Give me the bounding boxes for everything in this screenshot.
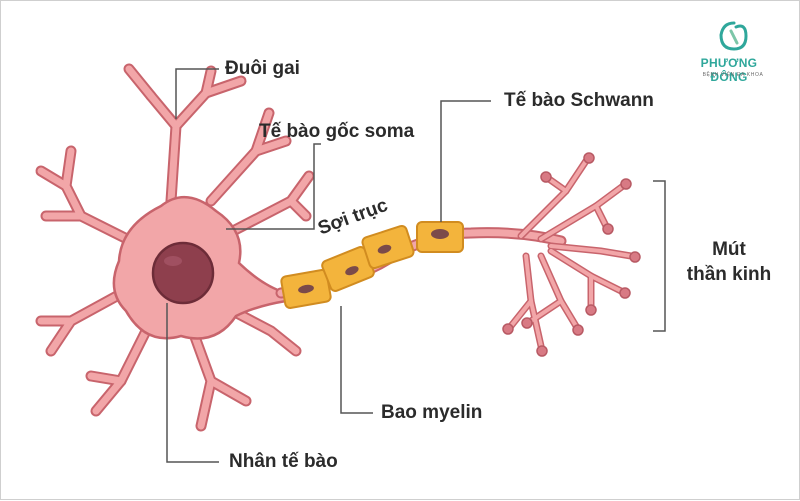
label-mut-than-kinh-line1: Mút	[712, 239, 746, 260]
label-bao-myelin: Bao myelin	[381, 402, 483, 423]
label-te-bao-schwann: Tế bào Schwann	[504, 90, 654, 111]
schwann-cell	[416, 221, 464, 253]
label-mut-than-kinh: Mút thần kinh	[677, 237, 781, 287]
schwann-cell	[361, 224, 415, 270]
schwann-cell	[321, 246, 375, 292]
label-te-bao-goc-soma: Tế bào gốc soma	[259, 121, 415, 142]
label-duoi-gai: Đuôi gai	[225, 58, 300, 79]
label-mut-than-kinh-line2: thần kinh	[686, 264, 772, 285]
dendrites-fill	[37, 65, 313, 430]
nucleus	[151, 241, 215, 305]
leader-lines	[166, 68, 666, 463]
schwann-cell	[280, 269, 332, 309]
logo-name: PHƯƠNG ĐÔNG	[700, 56, 758, 84]
myelin-sheath	[280, 221, 464, 309]
axon-terminals	[502, 152, 641, 357]
label-nhan-te-bao: Nhân tế bào	[229, 451, 338, 472]
phuong-dong-logo-icon	[719, 21, 748, 51]
logo-subtitle: BỆNH VIỆN ĐA KHOA	[702, 72, 764, 78]
